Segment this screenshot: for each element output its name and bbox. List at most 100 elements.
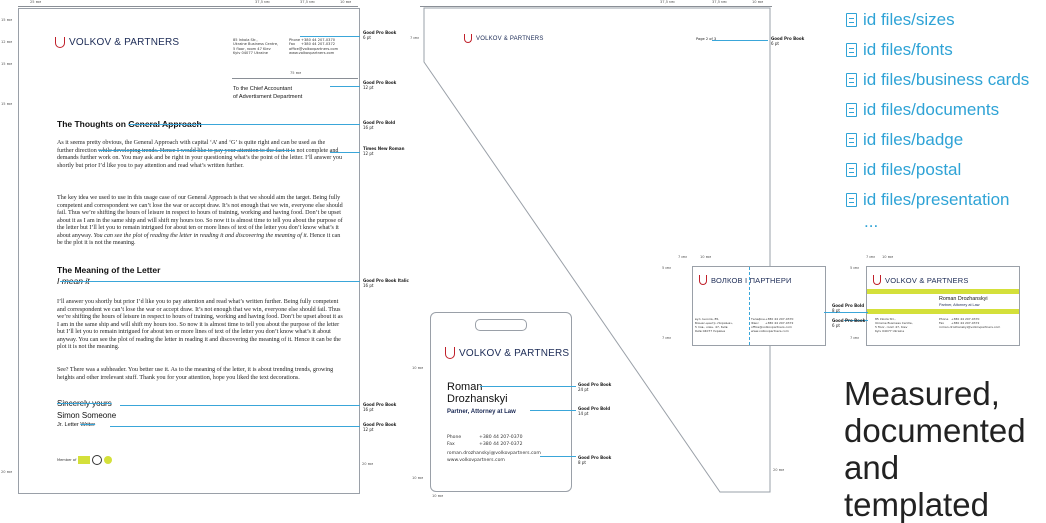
card-en-logo: VOLKOV & PARTNERS xyxy=(873,275,969,285)
dim-top-375b: 37,5 мм xyxy=(300,0,315,4)
shield-icon xyxy=(699,275,707,285)
cyr-dim-left-1: 5 мм xyxy=(662,266,671,270)
shield-icon xyxy=(55,37,65,48)
page2-logo: VOLKOV & PARTNERS xyxy=(464,34,544,43)
signer-name: Simon Someone xyxy=(57,411,117,420)
letter-contacts: Phone+380 44 207-0370 Fax+380 44 207-037… xyxy=(289,38,339,56)
menu-item-postal[interactable]: id files/postal xyxy=(846,160,961,180)
dim-right-20: 20 мм xyxy=(362,462,374,466)
letter-paragraph-3: I’ll answer you shortly but prior I’d li… xyxy=(57,299,343,350)
page2-dim-left: 7 мм xyxy=(410,36,419,40)
dim-top-line xyxy=(18,6,358,7)
tagline: Measured, documented and templated xyxy=(844,375,1026,523)
page2-dim-1: 37,5 мм xyxy=(660,0,675,4)
badge-dim-1: 10 мм xyxy=(412,366,424,370)
page2-dim-3: 10 мм xyxy=(752,0,764,4)
badge-logo: VOLKOV & PARTNERS xyxy=(445,347,569,359)
card-en-title: Partner, Attorney at Law xyxy=(939,303,980,307)
badge-last-name: Drozhanskyi xyxy=(447,393,508,405)
menu-item-business-cards[interactable]: id files/business cards xyxy=(846,70,1029,90)
menu-item-documents[interactable]: id files/documents xyxy=(846,100,999,120)
document-icon xyxy=(846,163,857,177)
letter-paragraph-2: The key idea we used to use in this usag… xyxy=(57,195,343,246)
dim-top-10: 10 мм xyxy=(340,0,352,4)
card-en-contacts: Phone+380 44 207-0370 Fax+380 44 207-037… xyxy=(939,317,1001,329)
badge-title: Partner, Attorney at Law xyxy=(447,409,516,415)
shield-icon xyxy=(464,34,472,43)
heading-meaning: The Meaning of the Letter xyxy=(57,265,161,275)
page2-dim-2: 37,5 мм xyxy=(712,0,727,4)
menu-item-sizes[interactable]: id files/sizes xyxy=(846,10,955,30)
letter-logo-text: VOLKOV & PARTNERS xyxy=(69,37,180,48)
dim-left-15b: 15 мм xyxy=(1,62,13,66)
shield-icon xyxy=(873,275,881,285)
document-icon xyxy=(846,193,857,207)
closing-line: Sincerely yours xyxy=(57,399,112,408)
document-icon xyxy=(846,43,857,57)
menu-item-presentation[interactable]: id files/presentation xyxy=(846,190,1009,210)
member-of-footer: Member of xyxy=(57,455,113,465)
badge-first-name: Roman xyxy=(447,381,483,393)
en-dim-left-2: 7 мм xyxy=(850,336,859,340)
dim-left-15a: 15 мм xyxy=(1,18,13,22)
card-en-highlight-2 xyxy=(867,309,1019,314)
badge-dim-2: 10 мм xyxy=(412,476,424,480)
letter-paragraph-1: As it seems pretty obvious, the General … xyxy=(57,140,343,169)
letter-address: 85 Inkola Str., Ukraine Business Centre,… xyxy=(233,38,279,56)
member-logo-2 xyxy=(92,455,103,465)
cyr-dim-top-1: 7 мм xyxy=(678,255,687,259)
dim-left-12: 12 мм xyxy=(1,40,13,44)
recipient-block: To the Chief Accountant of Advertisment … xyxy=(233,86,303,100)
card-en-highlight-1 xyxy=(867,289,1019,294)
cyr-dim-left-2: 7 мм xyxy=(662,336,671,340)
badge-dim-3: 10 мм xyxy=(432,494,444,498)
page2-page-label: Page 2 of 3 xyxy=(696,37,717,41)
letter-sheet: VOLKOV & PARTNERS 85 Inkola Str., Ukrain… xyxy=(18,8,360,494)
page2-sheet xyxy=(423,7,771,493)
heading-general-approach: The Thoughts on General Approach xyxy=(57,119,202,129)
badge: VOLKOV & PARTNERS Roman Drozhanskyi Part… xyxy=(430,312,572,492)
menu-item-badge[interactable]: id files/badge xyxy=(846,130,963,150)
member-logo-1 xyxy=(78,456,91,464)
letter-paragraph-4: See? There was a subheader. You better u… xyxy=(57,367,334,381)
card-en-address: 85 Inkola Str.,Ukraine Business Centre,5… xyxy=(875,317,913,333)
badge-contacts: Phone+380 44 207-0370 Fax+380 44 207-037… xyxy=(447,435,541,463)
business-card-english: VOLKOV & PARTNERS Roman Drozhanskyi Part… xyxy=(866,266,1020,346)
page2-dim-bottom: 20 мм xyxy=(773,468,785,472)
menu-more[interactable]: ... xyxy=(864,212,879,231)
cyr-dim-top-2: 10 мм xyxy=(700,255,712,259)
menu-item-fonts[interactable]: id files/fonts xyxy=(846,40,953,60)
document-icon xyxy=(846,73,857,87)
document-icon xyxy=(846,103,857,117)
card-cyr-address: вул. Інкола, 85,Бізнес-центр «Україна»,5… xyxy=(695,317,734,333)
card-cyr-contacts: Телефон+380 44 207-0370 Факс+380 44 207-… xyxy=(751,317,794,333)
dim-recipient-75: 75 мм xyxy=(290,71,302,75)
business-card-ukrainian: ВОЛКОВ І ПАРТНЕРИ вул. Інкола, 85,Бізнес… xyxy=(692,266,826,346)
signer-title: Jr. Letter Writer xyxy=(57,422,96,428)
en-dim-top-2: 10 мм xyxy=(882,255,894,259)
dim-top-375a: 37,5 мм xyxy=(255,0,270,4)
document-icon xyxy=(846,133,857,147)
dim-left-20: 20 мм xyxy=(1,470,13,474)
card-en-name: Roman Drozhanskyi xyxy=(939,296,988,302)
dim-left-15c: 15 мм xyxy=(1,102,13,106)
en-dim-top-1: 7 мм xyxy=(866,255,875,259)
letter-logo: VOLKOV & PARTNERS xyxy=(55,37,179,48)
card-cyr-logo: ВОЛКОВ І ПАРТНЕРИ xyxy=(699,275,792,285)
shield-icon xyxy=(445,347,455,359)
en-dim-left-1: 5 мм xyxy=(850,266,859,270)
badge-slot xyxy=(475,319,527,331)
